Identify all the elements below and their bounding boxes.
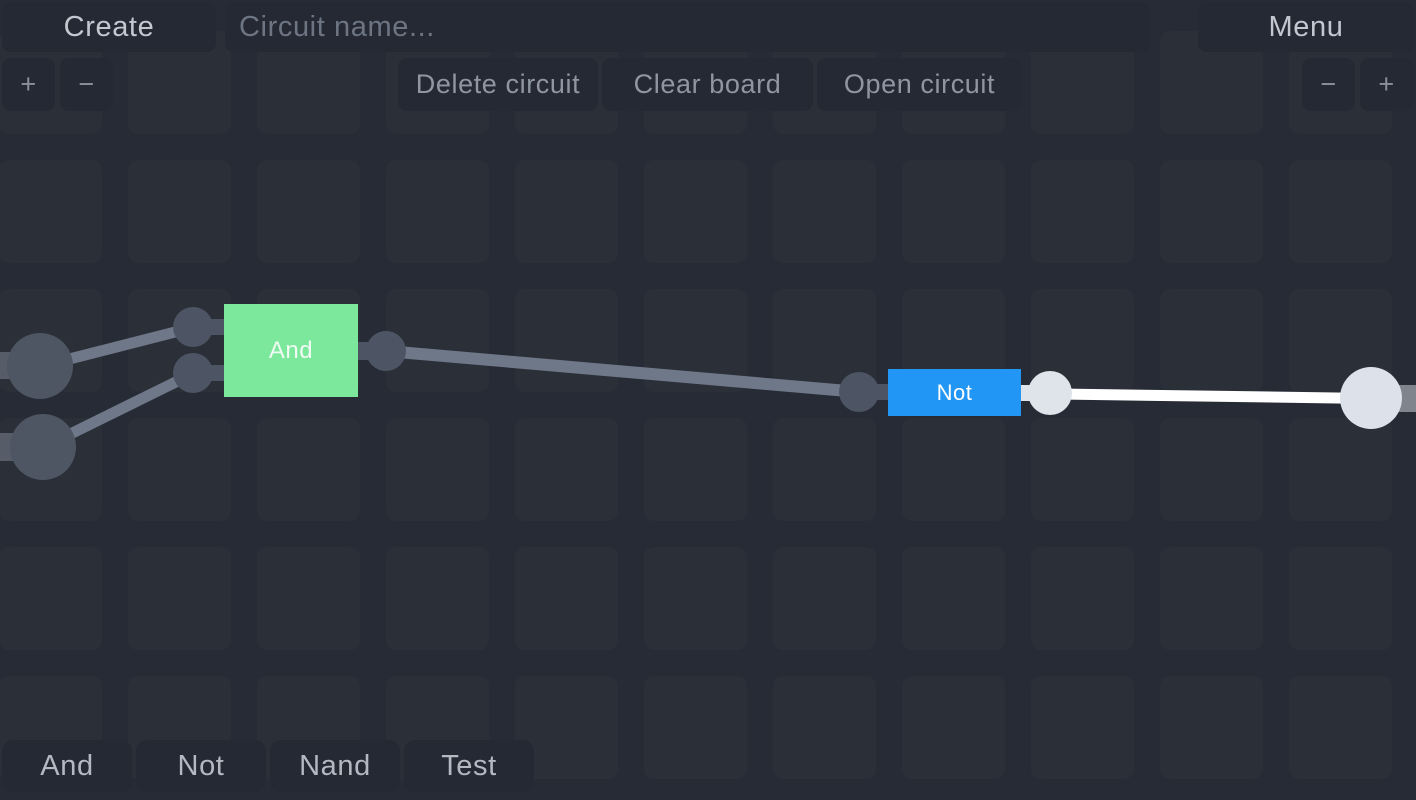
grid-cell (515, 160, 618, 263)
create-button[interactable]: Create (2, 2, 216, 52)
grid-cell (1289, 676, 1392, 779)
and-gate[interactable]: And (224, 304, 358, 397)
input-switch-a[interactable] (7, 333, 73, 399)
and-input-2[interactable] (173, 353, 213, 393)
circuit-name-input[interactable] (225, 2, 1150, 52)
palette-item-not[interactable]: Not (136, 740, 266, 792)
grid-cell (1160, 547, 1263, 650)
grid-cell (1160, 160, 1263, 263)
open-circuit-button[interactable]: Open circuit (817, 58, 1022, 111)
grid-cell (257, 418, 360, 521)
output-probe[interactable] (1340, 367, 1402, 429)
grid-cell (128, 160, 231, 263)
zoom-out-right-button[interactable]: − (1302, 58, 1355, 111)
grid-cell (386, 160, 489, 263)
grid-cell (902, 676, 1005, 779)
menu-button[interactable]: Menu (1198, 2, 1414, 52)
grid-cell (1289, 160, 1392, 263)
grid-cell (773, 160, 876, 263)
grid-cell (128, 547, 231, 650)
zoom-in-right-button[interactable]: + (1360, 58, 1413, 111)
grid-cell (1289, 547, 1392, 650)
grid-cell (773, 676, 876, 779)
grid-cell (257, 160, 360, 263)
not-input[interactable] (839, 372, 879, 412)
grid-cell (644, 676, 747, 779)
grid-cell (386, 547, 489, 650)
grid-cell (644, 418, 747, 521)
grid-cell (1160, 418, 1263, 521)
delete-circuit-button[interactable]: Delete circuit (398, 58, 598, 111)
grid-cell (1031, 676, 1134, 779)
zoom-in-left-button[interactable]: + (2, 58, 55, 111)
not-gate-label: Not (936, 379, 973, 405)
grid-cell (1289, 418, 1392, 521)
grid-cell (0, 547, 102, 650)
not-gate[interactable]: Not (888, 369, 1021, 416)
grid-cell (773, 547, 876, 650)
and-output[interactable] (366, 331, 406, 371)
grid-cell (515, 289, 618, 392)
grid-cell (515, 418, 618, 521)
grid-cell (644, 547, 747, 650)
grid-cell (1160, 289, 1263, 392)
grid-cell (644, 160, 747, 263)
grid-cell (1031, 160, 1134, 263)
grid-cell (386, 418, 489, 521)
palette-item-test[interactable]: Test (404, 740, 534, 792)
grid-cell (902, 547, 1005, 650)
grid-cell (1160, 676, 1263, 779)
grid-cell (257, 547, 360, 650)
grid-cell (773, 418, 876, 521)
grid-cell (128, 418, 231, 521)
grid-cell (1031, 547, 1134, 650)
grid-cell (515, 547, 618, 650)
grid-cell (1031, 418, 1134, 521)
input-switch-b[interactable] (10, 414, 76, 480)
palette-item-and[interactable]: And (2, 740, 132, 792)
zoom-out-left-button[interactable]: − (60, 58, 113, 111)
grid-cell (902, 160, 1005, 263)
clear-board-button[interactable]: Clear board (602, 58, 813, 111)
grid-cell (902, 418, 1005, 521)
and-gate-label: And (268, 336, 314, 364)
and-input-1[interactable] (173, 307, 213, 347)
grid-cell (0, 160, 102, 263)
not-output[interactable] (1028, 371, 1072, 415)
palette-item-nand[interactable]: Nand (270, 740, 400, 792)
